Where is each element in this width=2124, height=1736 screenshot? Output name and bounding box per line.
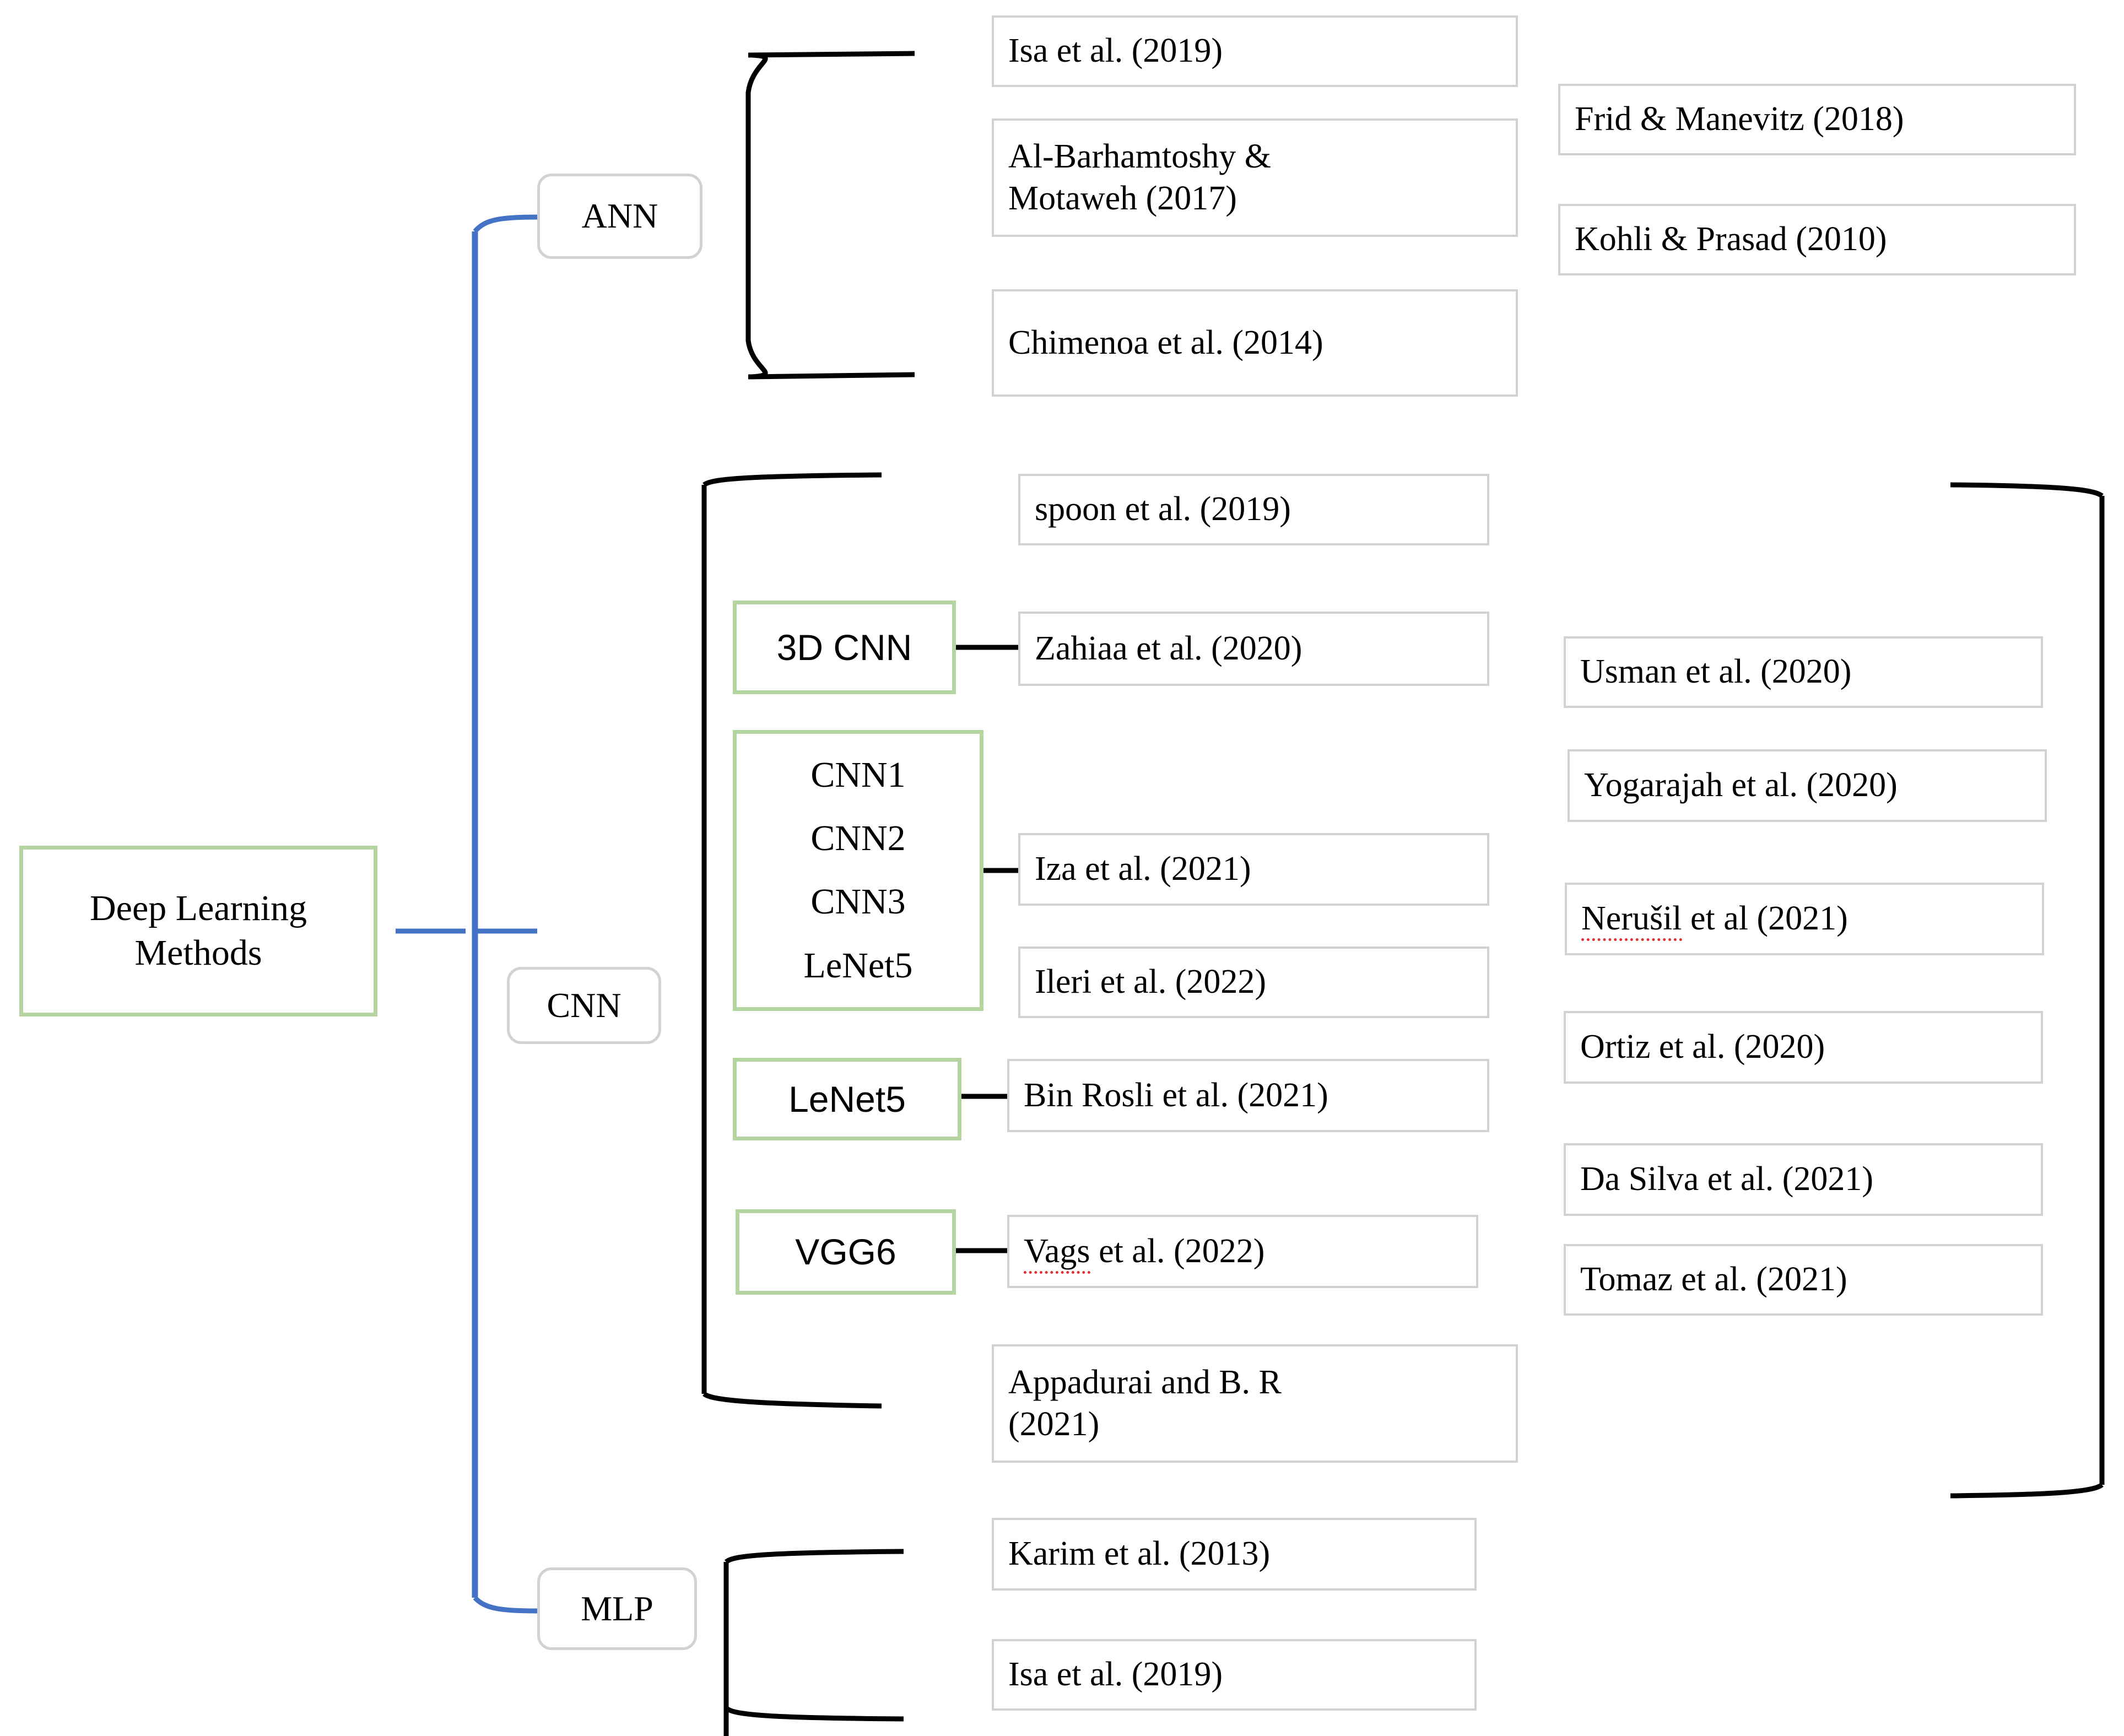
reference-label: Karim et al. (2013) <box>1008 1535 1271 1573</box>
misspelled-word: Nerušil <box>1581 900 1682 942</box>
reference-box[interactable]: Da Silva et al. (2021) <box>1564 1143 2043 1216</box>
arch-node-lenet5-label: LeNet5 <box>788 1078 906 1120</box>
arch-node-vgg6[interactable]: VGG6 <box>736 1209 956 1295</box>
cnn-brace-top-arm <box>702 472 882 487</box>
reference-box[interactable]: Frid & Manevitz (2018) <box>1558 84 2076 155</box>
branch-to-mlp <box>473 1596 538 1614</box>
reference-box[interactable]: spoon et al. (2019) <box>1018 474 1489 545</box>
cnn-brace-bottom-arm <box>702 1392 882 1409</box>
reference-box[interactable]: Isa et al. (2019) <box>992 1639 1477 1711</box>
reference-label: Kohli & Prasad (2010) <box>1575 220 1887 258</box>
reference-label-line2: Motaweh (2017) <box>1008 179 1237 217</box>
ann-brace <box>745 52 768 380</box>
reference-label: Bin Rosli et al. (2021) <box>1024 1076 1328 1114</box>
arch-node-lenet5[interactable]: LeNet5 <box>733 1058 961 1140</box>
reference-label: spoon et al. (2019) <box>1035 490 1291 528</box>
arch-node-cnn-group-line4: LeNet5 <box>803 945 913 986</box>
reference-box[interactable]: Iza et al. (2021) <box>1018 833 1489 906</box>
misspelled-word: Vags <box>1024 1232 1090 1274</box>
reference-box[interactable]: Kohli & Prasad (2010) <box>1558 204 2076 275</box>
right-group-brace-bottom-arm <box>1950 1483 2104 1499</box>
reference-box[interactable]: Tomaz et al. (2021) <box>1564 1244 2043 1316</box>
reference-label: Zahiaa et al. (2020) <box>1035 629 1302 667</box>
category-node-ann[interactable]: ANN <box>537 174 702 259</box>
reference-label: Ileri et al. (2022) <box>1035 963 1267 1001</box>
reference-label: Isa et al. (2019) <box>1008 1656 1223 1694</box>
reference-box[interactable]: Karim et al. (2013) <box>992 1518 1477 1591</box>
arch-node-cnn-group-line1: CNN1 <box>810 754 906 795</box>
mlp-brace-top-arm <box>724 1549 904 1564</box>
reference-label: Nerušil et al (2021) <box>1581 898 2028 942</box>
arch-node-cnn-group-line2: CNN2 <box>810 818 906 859</box>
root-node-label-line1: Deep Learning <box>90 888 307 929</box>
category-node-mlp[interactable]: MLP <box>537 1567 697 1650</box>
root-node[interactable]: Deep Learning Methods <box>19 846 377 1016</box>
reference-box[interactable]: Al-Barhamtoshy & Motaweh (2017) <box>992 118 1518 237</box>
category-node-ann-label: ANN <box>581 196 658 236</box>
reference-box[interactable]: Vags et al. (2022) <box>1007 1215 1478 1288</box>
reference-box[interactable]: Zahiaa et al. (2020) <box>1018 612 1489 686</box>
reference-label: Tomaz et al. (2021) <box>1580 1261 1847 1299</box>
reference-label: Ortiz et al. (2020) <box>1580 1028 1825 1066</box>
reference-label-line2: (2021) <box>1008 1405 1100 1443</box>
category-node-mlp-label: MLP <box>581 1588 653 1628</box>
arch-node-vgg6-label: VGG6 <box>795 1231 896 1273</box>
reference-label: Yogarajah et al. (2020) <box>1584 766 1898 804</box>
reference-label-rest: et al (2021) <box>1682 900 1848 938</box>
reference-box[interactable]: Chimenoa et al. (2014) <box>992 289 1518 397</box>
ann-brace-top-arm <box>748 51 915 58</box>
reference-box[interactable]: Bin Rosli et al. (2021) <box>1007 1059 1489 1132</box>
reference-label: Da Silva et al. (2021) <box>1580 1160 1874 1198</box>
reference-label: Iza et al. (2021) <box>1035 850 1251 888</box>
reference-box[interactable]: Ileri et al. (2022) <box>1018 947 1489 1018</box>
arch-node-cnn-group[interactable]: CNN1 CNN2 CNN3 LeNet5 <box>733 730 983 1011</box>
reference-box[interactable]: Ortiz et al. (2020) <box>1564 1011 2043 1084</box>
arch-node-cnn-group-line3: CNN3 <box>810 881 906 922</box>
reference-label-line1: Al-Barhamtoshy & <box>1008 137 1271 175</box>
category-node-cnn[interactable]: CNN <box>507 967 661 1044</box>
reference-label-line1: Appadurai and B. R <box>1008 1363 1282 1401</box>
arch-node-3d-cnn-label: 3D CNN <box>776 626 912 668</box>
reference-box[interactable]: Appadurai and B. R (2021) <box>992 1344 1518 1463</box>
root-node-label-line2: Methods <box>134 933 262 973</box>
mlp-brace-bottom-arm <box>724 1706 904 1722</box>
ann-brace-bottom-arm <box>748 372 915 380</box>
arch-node-3d-cnn[interactable]: 3D CNN <box>733 601 956 694</box>
reference-label: Usman et al. (2020) <box>1580 653 1852 691</box>
reference-label-rest: et al. (2022) <box>1090 1232 1265 1270</box>
reference-label: Chimenoa et al. (2014) <box>1008 323 1323 361</box>
branch-to-ann <box>473 214 538 233</box>
reference-box[interactable]: Usman et al. (2020) <box>1564 636 2043 708</box>
reference-label: Frid & Manevitz (2018) <box>1575 100 1904 138</box>
reference-label: Vags et al. (2022) <box>1024 1231 1462 1274</box>
reference-box[interactable]: Isa et al. (2019) <box>992 15 1518 87</box>
reference-label: Isa et al. (2019) <box>1008 32 1223 70</box>
category-node-cnn-label: CNN <box>547 985 621 1025</box>
reference-box[interactable]: Nerušil et al (2021) <box>1565 883 2044 955</box>
reference-box[interactable]: Yogarajah et al. (2020) <box>1568 749 2047 822</box>
right-group-brace-top-arm <box>1950 482 2104 498</box>
